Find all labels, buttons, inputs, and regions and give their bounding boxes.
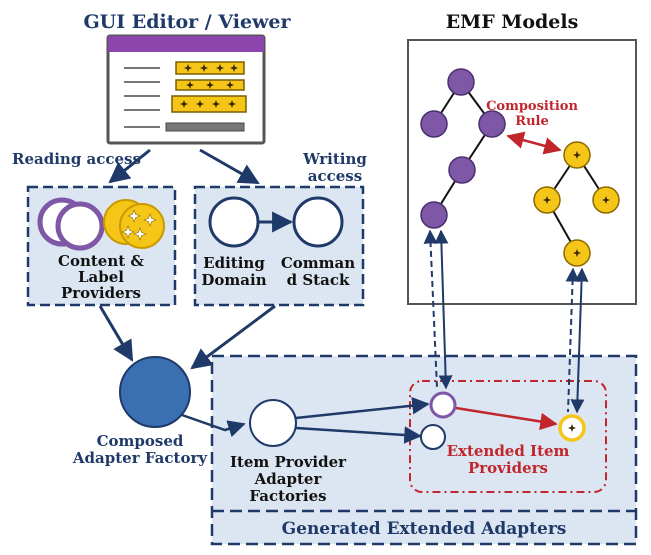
plain-extended-adapter <box>420 424 446 450</box>
editing-domain-label-line1: Editing <box>203 254 265 272</box>
purple-node <box>448 156 476 184</box>
providers-to-factory-arrow <box>98 305 134 362</box>
item-provider-label-line3: Factories <box>249 487 326 505</box>
editing-to-factory-arrow <box>190 304 276 370</box>
yellow-node-solid-link <box>570 267 589 414</box>
composed-label-line2: Adapter Factory <box>72 449 208 467</box>
item-provider-label-line1: Item Provider <box>230 453 347 471</box>
purple-node <box>447 68 475 96</box>
item-provider-to-small-adapter-arrow <box>295 426 422 444</box>
generated-adapters-label: Generated Extended Adapters <box>282 519 567 539</box>
command-stack-label-line1: Comman <box>281 254 355 272</box>
writing-arrow <box>199 148 260 185</box>
extended-item-providers-region <box>409 380 607 493</box>
item-provider-to-purple-adapter-arrow <box>295 396 430 420</box>
editing-domain-box: Editing Domain Comman d Stack <box>193 185 365 307</box>
composition-rule-arrow <box>506 131 562 155</box>
emf-models-title: EMF Models <box>446 11 579 33</box>
factory-to-item-provider-arrow <box>181 413 246 438</box>
item-provider-label-line2: Adapter <box>254 470 323 488</box>
providers-label-line3: Providers <box>61 284 141 302</box>
extended-item-label-line1: Extended Item <box>447 442 570 460</box>
reading-access-label: Reading access <box>12 150 141 168</box>
command-stack-node <box>292 196 344 248</box>
item-provider-factory-node <box>249 399 297 447</box>
composition-rule-label-line1: Composition <box>486 99 578 114</box>
providers-label-line2: Label <box>78 268 124 286</box>
purple-node <box>420 110 448 138</box>
content-label-providers-box: Content & Label Providers <box>26 185 177 307</box>
extended-item-label-line2: Providers <box>468 459 548 477</box>
command-stack-label-line2: d Stack <box>287 271 350 289</box>
purple-to-yellow-adapter-arrow <box>455 406 558 431</box>
editing-domain-node <box>208 196 260 248</box>
writing-access-label-line2: access <box>308 167 362 185</box>
providers-label-line1: Content & <box>58 252 144 270</box>
composition-rule-label-line2: Rule <box>515 114 548 129</box>
purple-node <box>420 201 448 229</box>
composed-label-line1: Composed <box>97 432 184 450</box>
emf-models-box: Composition Rule <box>407 39 637 305</box>
editing-domain-label-line2: Domain <box>201 271 266 289</box>
writing-access-label-line1: Writing <box>302 150 367 168</box>
gui-window-icon <box>106 34 266 145</box>
purple-extended-adapter <box>429 391 457 419</box>
purple-node-solid-link <box>434 229 453 390</box>
composed-adapter-factory-node <box>119 356 191 428</box>
generated-adapters-panel: Generated Extended Adapters <box>210 354 638 546</box>
reading-arrow <box>108 148 151 184</box>
purple-node <box>478 110 506 138</box>
gui-editor-title: GUI Editor / Viewer <box>83 11 291 33</box>
